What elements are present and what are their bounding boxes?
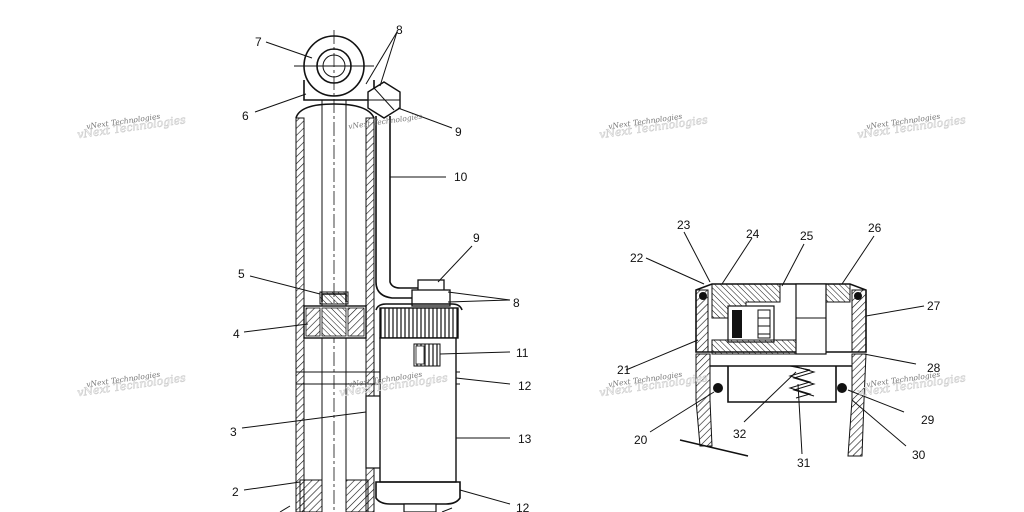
- label-21: 21: [617, 363, 631, 377]
- label-29: 29: [921, 413, 935, 427]
- label-30: 30: [912, 448, 926, 462]
- label-31: 31: [797, 456, 811, 470]
- right-leader-lines: [625, 231, 925, 455]
- label-7: 7: [255, 35, 262, 49]
- label-2: 2: [232, 485, 239, 499]
- label-27: 27: [927, 299, 941, 313]
- left-leader-lines: [241, 31, 511, 512]
- label-11: 11: [516, 346, 529, 360]
- label-28: 28: [927, 361, 941, 375]
- label-12-upper: 12: [518, 379, 532, 393]
- cap-detail: [679, 283, 867, 457]
- label-4: 4: [233, 327, 240, 341]
- label-32: 32: [733, 427, 747, 441]
- label-9-lower: 9: [473, 231, 480, 245]
- label-10: 10: [454, 170, 468, 184]
- label-9-top: 9: [455, 125, 462, 139]
- label-13: 13: [518, 432, 532, 446]
- label-24: 24: [746, 227, 760, 241]
- label-26: 26: [868, 221, 882, 235]
- label-8-lower: 8: [513, 296, 520, 310]
- label-3: 3: [230, 425, 237, 439]
- label-25: 25: [800, 229, 814, 243]
- label-22: 22: [630, 251, 644, 265]
- label-12-lower: 12: [516, 501, 530, 512]
- label-6: 6: [242, 109, 249, 123]
- label-20: 20: [634, 433, 648, 447]
- label-8-top: 8: [396, 23, 403, 37]
- label-23: 23: [677, 218, 691, 232]
- part-labels: 2 3 4 5 6 7 8 9 10 9 8 11 12 13 12 20 21…: [230, 23, 941, 512]
- shock-body: [294, 30, 463, 512]
- label-5: 5: [238, 267, 245, 281]
